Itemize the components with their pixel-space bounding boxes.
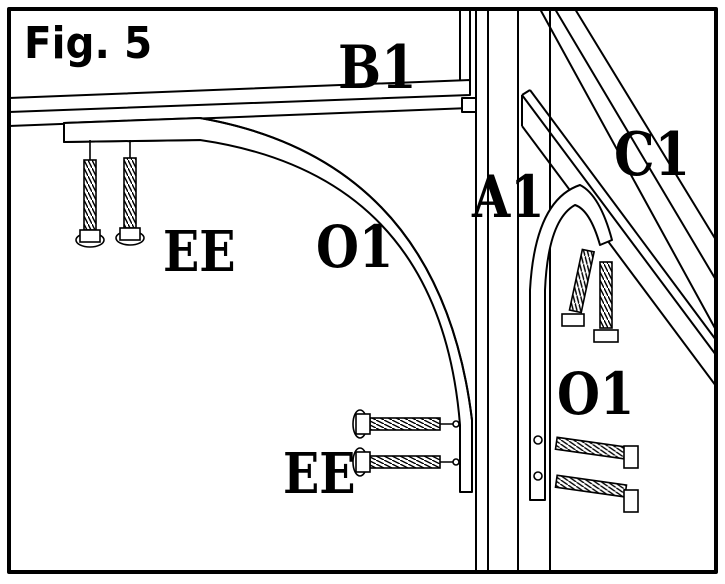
bolt-4 — [352, 447, 458, 477]
bolt-8 — [554, 474, 639, 513]
label-o1-left: O1 — [316, 213, 394, 281]
bolt-3 — [352, 409, 458, 439]
figure-title: Fig. 5 — [24, 18, 153, 69]
figure-frame — [7, 7, 718, 574]
label-a1: A1 — [472, 163, 545, 231]
bolt-2 — [115, 140, 145, 246]
bolt-1 — [75, 140, 105, 248]
label-ee-bottom: EE — [283, 441, 356, 507]
brace-c1 — [521, 8, 717, 387]
bolts-ee-bottom — [352, 409, 460, 477]
label-ee-top: EE — [163, 219, 236, 285]
bolt-7 — [554, 436, 639, 469]
bolts-ee-top — [75, 140, 145, 248]
bracket-o1-right — [529, 184, 613, 501]
bolt-6 — [593, 261, 619, 343]
post-a1 — [475, 9, 551, 572]
bolts-right — [533, 248, 639, 513]
bolt-5 — [561, 248, 596, 327]
label-o1-right: O1 — [557, 360, 635, 428]
bracket-o1-left — [63, 117, 473, 493]
label-b1: B1 — [338, 33, 417, 103]
label-c1: C1 — [614, 120, 691, 190]
